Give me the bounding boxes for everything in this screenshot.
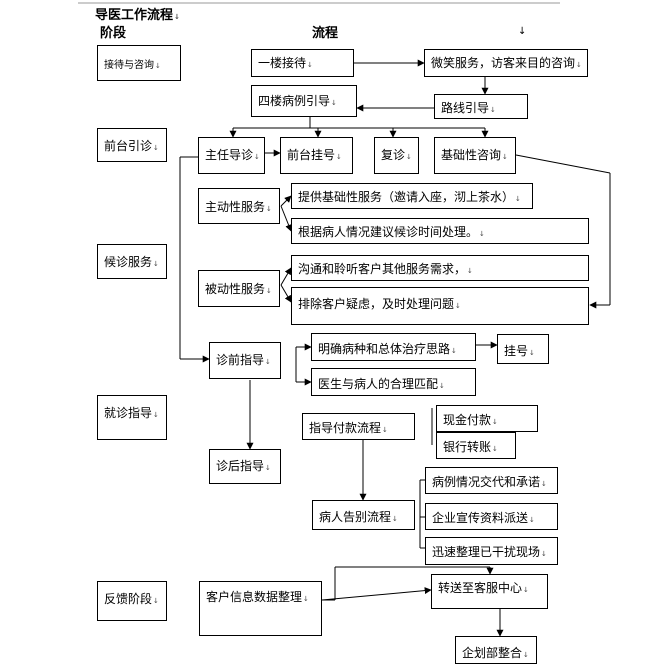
register-box: 挂号↓ [497,334,549,364]
basic-consult-box: 基础性咨询↓ [434,137,516,174]
wait-advice-box: 根据病人情况建议候诊时间处理。↓ [291,218,589,244]
post-guide-box: 诊后指导↓ [209,449,281,484]
route-guide-box: 路线引导↓ [434,94,528,119]
first-floor-box: 一楼接待↓ [251,49,354,77]
planning-box: 企划部整合↓ [455,636,537,664]
stage-feedback: 反馈阶段↓ [97,581,167,621]
customer-data-box: 客户信息数据整理↓ [199,581,322,636]
fourth-floor-box: 四楼病例引导↓ [251,85,357,117]
paragraph-mark: ↓ [518,26,527,37]
revisit-box: 复诊↓ [374,137,419,174]
farewell-box: 病人告别流程↓ [312,500,415,530]
transfer-box: 转送至客服中心↓ [431,574,548,609]
provide-basic-box: 提供基础性服务（邀请入座，沏上茶水）↓ [291,183,533,209]
pre-guide-box: 诊前指导↓ [209,342,281,379]
payment-box: 指导付款流程↓ [302,413,415,440]
cash-box: 现金付款↓ [436,405,538,432]
explain-box: 病例情况交代和承诺↓ [425,467,558,494]
smile-service-box: 微笑服务，访客来目的咨询↓ [424,49,588,77]
clarify-box: 明确病种和总体治疗思路↓ [311,333,476,361]
stage-reception: 接待与咨询↓ [97,45,181,81]
stage-visit: 就诊指导↓ [97,395,167,440]
stage-front: 前台引诊↓ [97,128,167,162]
bank-box: 银行转账↓ [436,432,516,459]
stage-header: 阶段 [100,26,127,41]
tidy-box: 迅速整理已干扰现场↓ [425,537,558,565]
active-service-box: 主动性服务↓ [198,188,280,224]
match-box: 医生与病人的合理匹配↓ [311,368,476,396]
flow-header: 流程 [312,26,339,41]
communicate-box: 沟通和聆听客户其他服务需求，↓ [291,255,589,281]
resolve-box: 排除客户疑虑，及时处理问题↓ [291,287,589,325]
director-guide-box: 主任导诊↓ [198,137,265,174]
page-title: 导医工作流程↓ [95,8,180,23]
passive-service-box: 被动性服务↓ [198,270,280,307]
promo-box: 企业宣传资料派送↓ [425,503,558,530]
front-register-box: 前台挂号↓ [280,137,353,174]
stage-waiting: 候诊服务↓ [97,244,167,279]
